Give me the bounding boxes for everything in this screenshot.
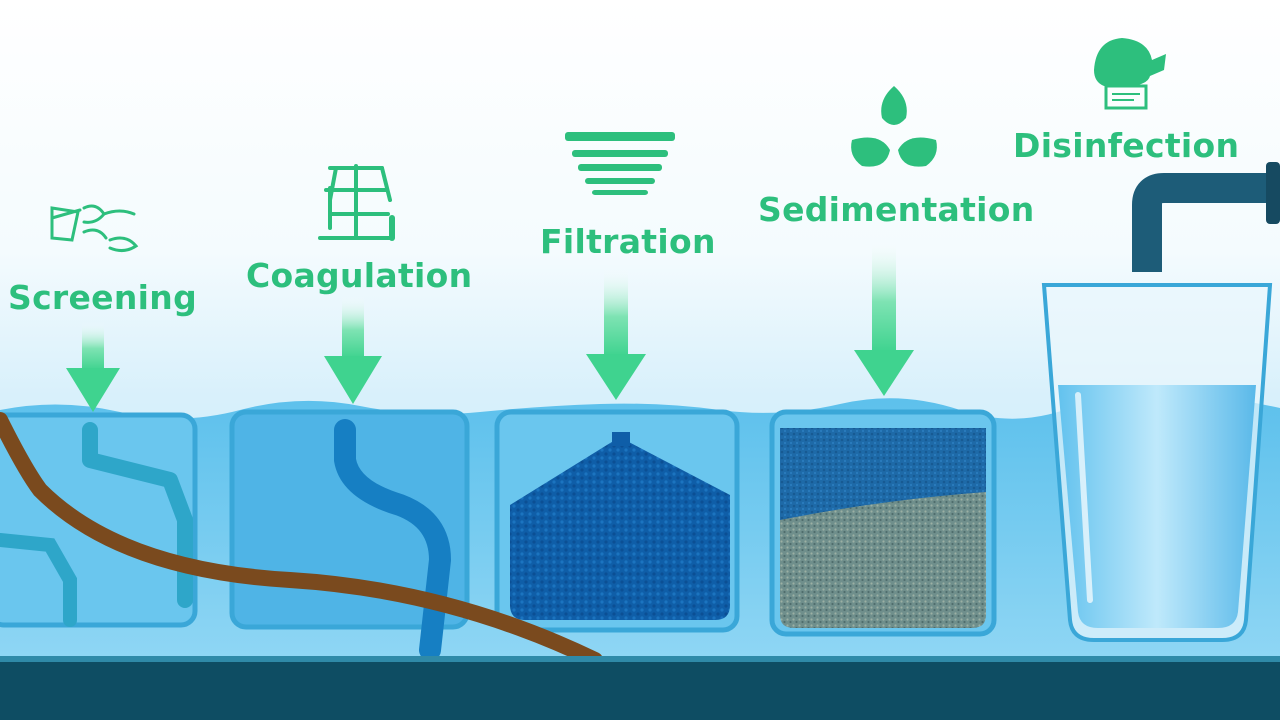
label-screening: Screening [8,278,197,317]
filter-layers-icon [565,132,675,195]
ground-strip [0,660,1280,720]
arrow-coagulation [324,296,382,404]
tank-coagulation [229,409,470,661]
arrow-sedimentation [854,240,914,396]
tank-filtration [494,409,740,633]
label-disinfection: Disinfection [1013,126,1240,165]
arrow-screening [66,322,120,412]
label-filtration: Filtration [540,222,716,261]
tank-sedimentation [769,409,997,637]
leaves-icon [851,86,937,167]
faucet-icon [1132,162,1280,272]
tank-screening [0,412,198,628]
label-coagulation: Coagulation [246,256,473,295]
label-sedimentation: Sedimentation [758,190,1035,229]
faucet-drop-icon [1094,38,1166,110]
screen-mesh-icon [50,204,139,253]
balance-scale-icon [318,164,395,241]
inflow-pipe [0,412,603,668]
drinking-glass [1041,283,1273,642]
arrow-filtration [586,268,646,400]
